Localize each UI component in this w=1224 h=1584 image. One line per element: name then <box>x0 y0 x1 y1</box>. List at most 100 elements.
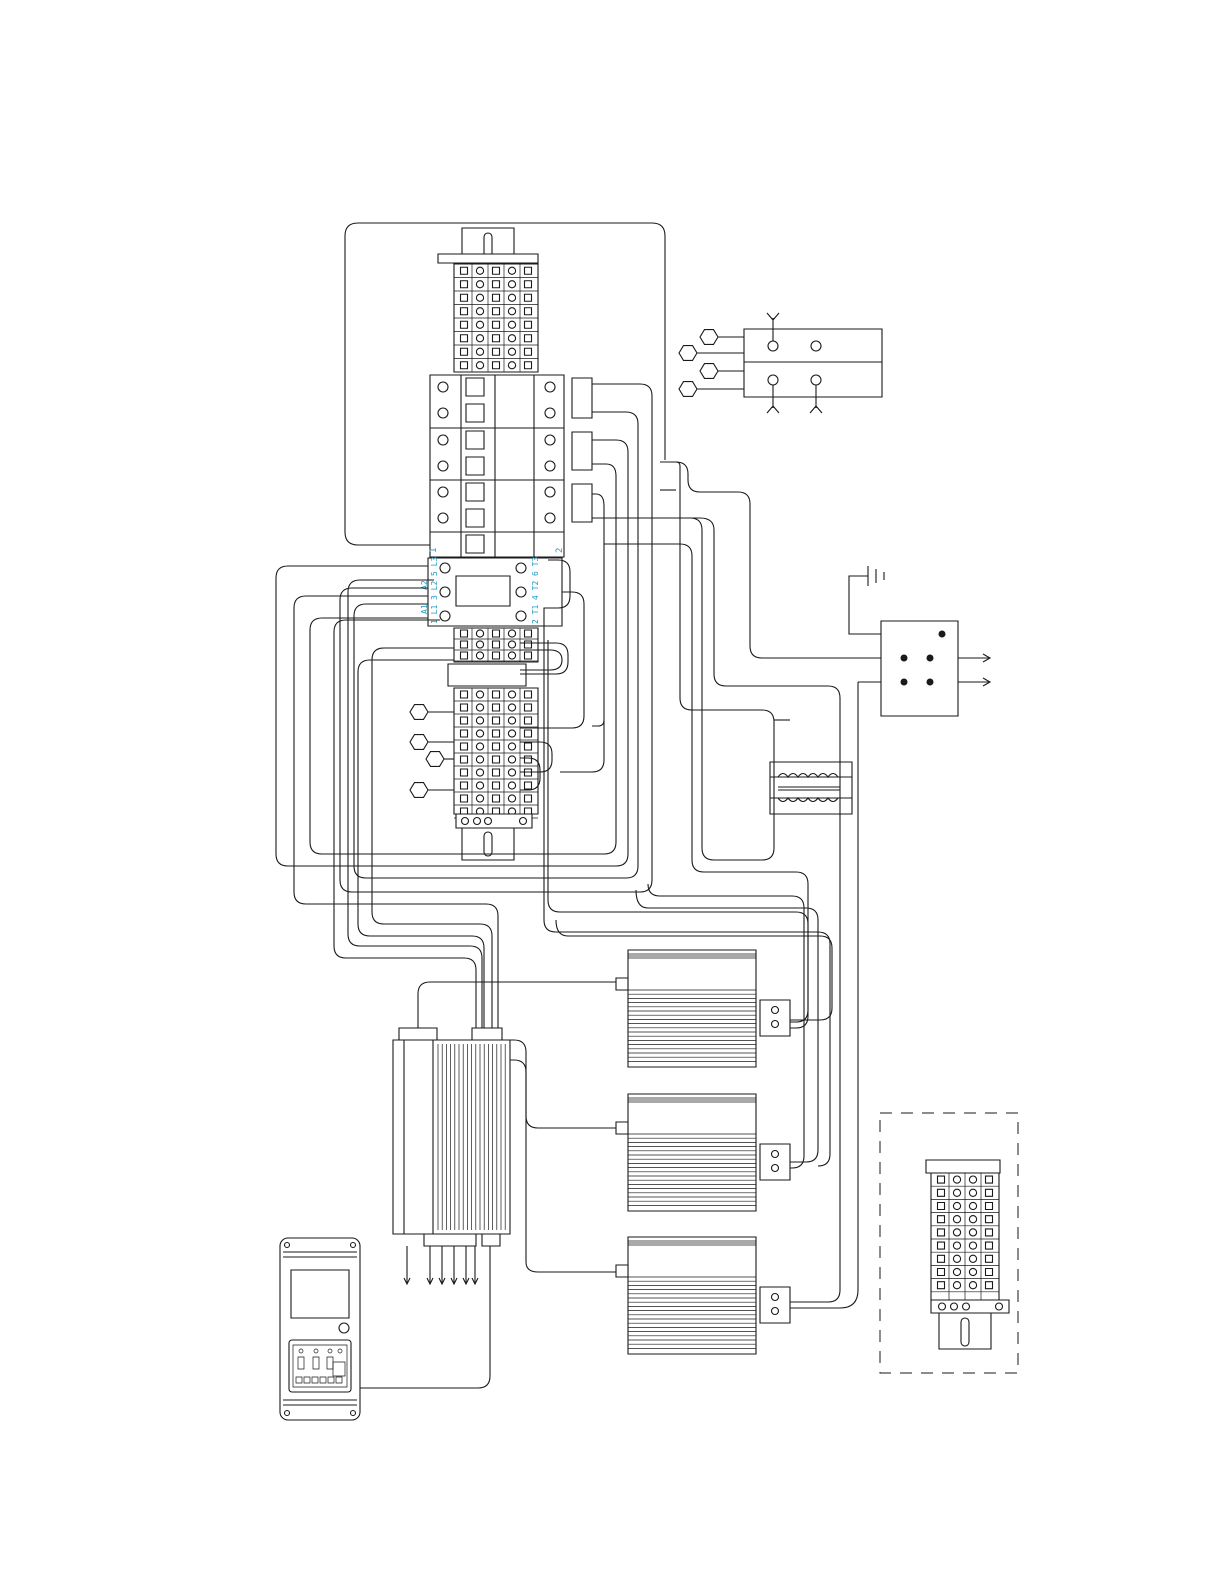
terminal-screw <box>508 335 515 342</box>
din-rail-top <box>438 228 538 264</box>
terminal-screw <box>953 1242 960 1249</box>
heatsink-body <box>628 950 756 1067</box>
breaker-toggle <box>466 378 484 396</box>
breaker-toggle <box>466 431 484 449</box>
breaker-aux-box <box>572 432 592 470</box>
terminal-slot <box>493 704 500 711</box>
hex-connector <box>679 346 697 361</box>
terminal-slot <box>461 641 468 648</box>
heatsink-terminal-screw <box>772 1294 779 1301</box>
terminal-slot <box>938 1203 945 1210</box>
term-label-t3: 6 T3 <box>531 557 540 576</box>
breaker-screw <box>438 513 448 523</box>
terminal-screw <box>508 730 515 737</box>
terminal-slot <box>525 348 532 355</box>
terminal-slot <box>525 730 532 737</box>
terminal-screw <box>508 652 515 659</box>
terminal-slot <box>525 308 532 315</box>
terminal-screw <box>953 1268 960 1275</box>
detail-rail-slot <box>961 1318 969 1346</box>
terminal-slot <box>986 1189 993 1196</box>
terminal-screw <box>476 630 483 637</box>
heatsink-terminal-screw <box>772 1007 779 1014</box>
terminal-slot <box>986 1176 993 1183</box>
terminal-screw <box>508 769 515 776</box>
terminal-screw <box>476 756 483 763</box>
breaker-screw <box>438 487 448 497</box>
terminal-slot <box>493 795 500 802</box>
terminal-slot <box>461 704 468 711</box>
terminal-slot <box>938 1216 945 1223</box>
breaker-screw <box>545 487 555 497</box>
terminal-slot <box>493 308 500 315</box>
terminal-screw <box>508 308 515 315</box>
detail-cap <box>926 1160 1000 1173</box>
terminal-slot <box>493 691 500 698</box>
terminal-screw <box>508 294 515 301</box>
detail-screw <box>963 1303 970 1310</box>
terminal-slot <box>938 1176 945 1183</box>
terminal-slot <box>461 321 468 328</box>
heatsink-terminal <box>760 1144 790 1180</box>
controller-output-header <box>482 1234 500 1246</box>
terminal-slot <box>493 717 500 724</box>
terminal-screw <box>953 1202 960 1209</box>
terminal-screw <box>476 717 483 724</box>
terminal-screw <box>969 1216 976 1223</box>
detail-screw <box>939 1303 946 1310</box>
terminal-screw <box>508 281 515 288</box>
terminal-slot <box>493 743 500 750</box>
hex-connector <box>426 752 444 767</box>
terminal-slot <box>493 641 500 648</box>
terminal-block-middle <box>448 628 538 686</box>
terminal-slot <box>525 743 532 750</box>
terminal-slot <box>461 652 468 659</box>
terminal-screw <box>508 795 515 802</box>
term-label-l3: 5 L3 <box>430 557 439 576</box>
heatsink-body <box>628 1094 756 1211</box>
breaker-screw <box>438 461 448 471</box>
terminal-slot <box>986 1229 993 1236</box>
terminal-slot <box>461 281 468 288</box>
heatsink-terminal-screw <box>772 1165 779 1172</box>
terminal-slot <box>461 743 468 750</box>
breaker-screw <box>545 435 555 445</box>
terminal-slot <box>525 294 532 301</box>
term-label-t1: 2 T1 <box>531 605 540 624</box>
terminal-slot <box>525 691 532 698</box>
terminal-slot <box>461 267 468 274</box>
terminal-screw <box>476 267 483 274</box>
controller-output-header <box>424 1234 476 1246</box>
terminal-slot <box>461 294 468 301</box>
terminal-slot <box>493 782 500 789</box>
wire <box>360 1246 490 1388</box>
terminal-slot <box>461 691 468 698</box>
breaker-screw <box>545 513 555 523</box>
terminal-screw <box>969 1176 976 1183</box>
coil-label-a1: A1 <box>420 604 429 614</box>
terminal-slot <box>461 769 468 776</box>
terminal-slot <box>525 756 532 763</box>
terminal-screw <box>508 630 515 637</box>
terminal-slot <box>525 652 532 659</box>
terminal-slot <box>525 795 532 802</box>
breaker-label-2: 2 <box>555 548 565 553</box>
heatsink-modules <box>616 950 790 1354</box>
terminal-screw <box>508 743 515 750</box>
terminal-slot <box>461 348 468 355</box>
breaker-aux-box <box>572 378 592 418</box>
terminal-slot <box>493 769 500 776</box>
breaker-toggle <box>466 483 484 501</box>
terminal-slot <box>461 795 468 802</box>
terminal-slot <box>461 335 468 342</box>
breaker-screw <box>545 408 555 418</box>
terminal-screw <box>969 1229 976 1236</box>
terminal-slot <box>525 704 532 711</box>
terminal-slot <box>461 630 468 637</box>
term-label-l1: 1 L1 <box>430 605 439 624</box>
hex-connector <box>700 364 718 379</box>
terminal-block-detail <box>926 1160 1009 1349</box>
breaker-screw <box>545 461 555 471</box>
breaker-screw <box>438 382 448 392</box>
